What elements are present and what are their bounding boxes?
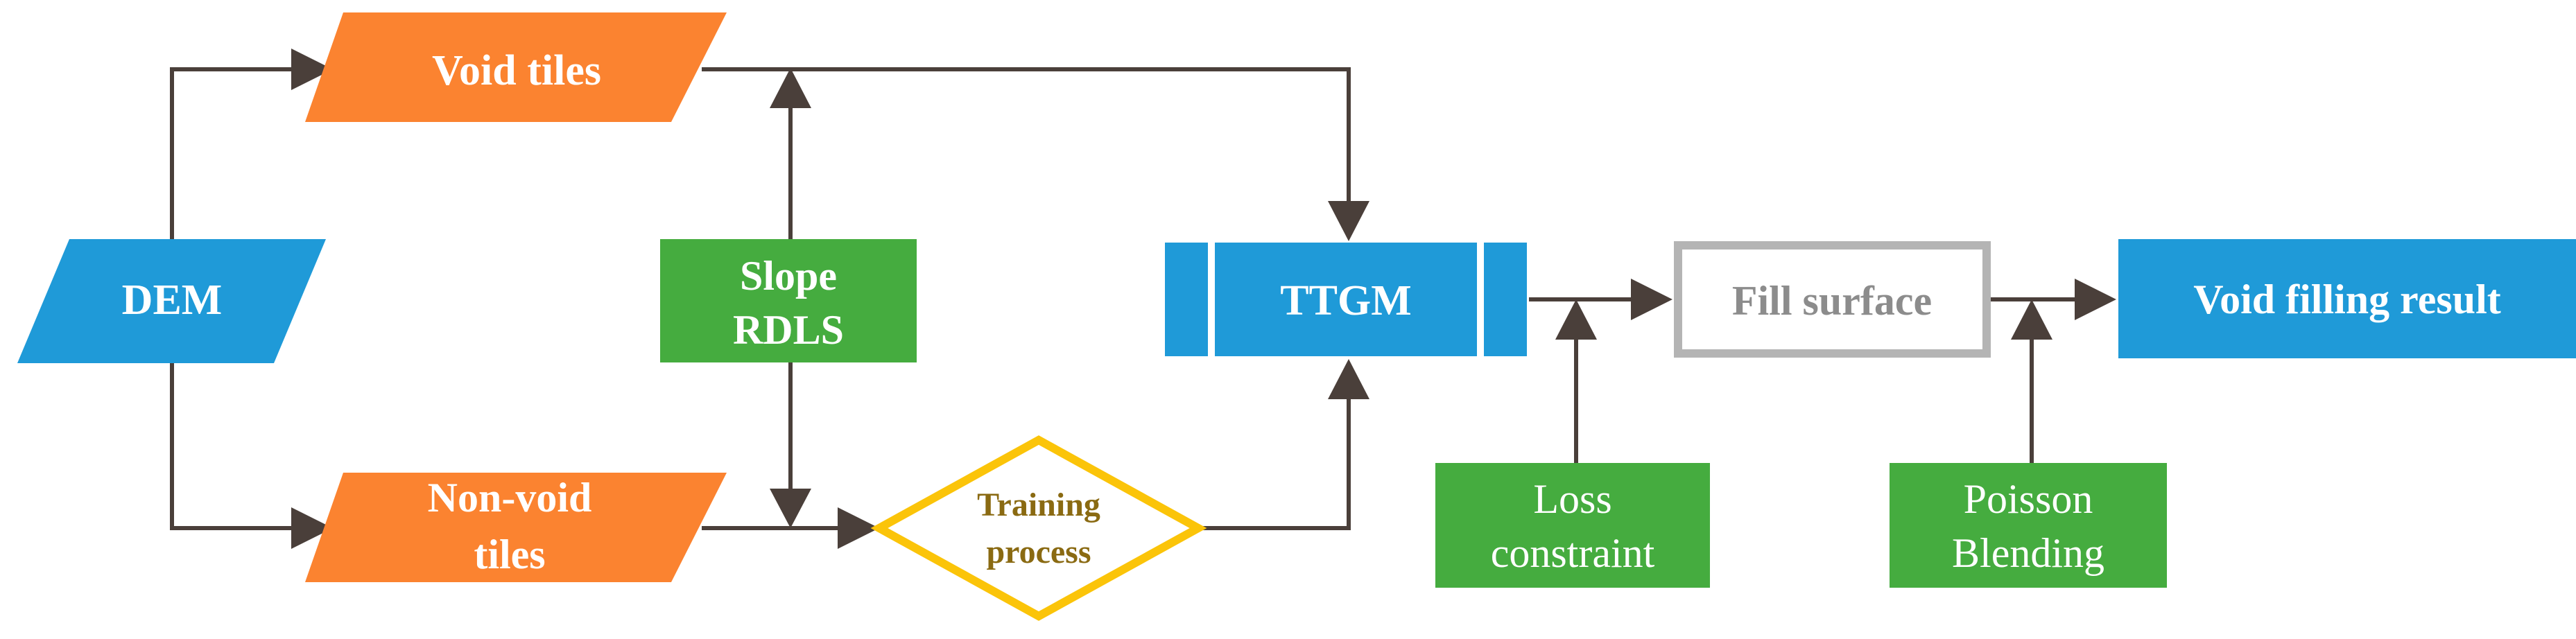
arrowhead-poisson	[2011, 299, 2052, 340]
training-process-shape	[870, 435, 1207, 621]
dem-shape	[17, 239, 326, 363]
non-void-tiles-label-line2: tiles	[474, 532, 545, 577]
fill-surface-label: Fill surface	[1732, 278, 1932, 324]
arrowheads	[291, 49, 2116, 549]
node-void-tiles: Void tiles	[305, 12, 727, 122]
arrowhead-slope-down	[770, 489, 811, 528]
arrowhead-result	[2075, 279, 2116, 320]
arrowhead-fill-surface	[1631, 279, 1672, 320]
node-training-process: Training process	[870, 435, 1207, 621]
node-dem: DEM	[17, 239, 326, 363]
ttgm-main	[1215, 243, 1477, 356]
connectors	[170, 67, 2086, 530]
arrowhead-training	[838, 507, 879, 549]
node-ttgm: TTGM	[1165, 243, 1527, 356]
poisson-label-line1: Poisson	[1964, 476, 2093, 522]
training-label-line2: process	[986, 534, 1091, 570]
edge-dem-to-void-tiles	[170, 67, 297, 241]
void-filling-result-label: Void filling result	[2193, 277, 2500, 322]
node-void-filling-result: Void filling result	[2118, 239, 2576, 358]
non-void-tiles-shape	[305, 473, 727, 582]
ttgm-label: TTGM	[1280, 277, 1411, 324]
arrowhead-ttgm-bottom	[1328, 359, 1369, 399]
slope-label-line2: RDLS	[733, 307, 844, 353]
arrowhead-ttgm-top	[1328, 201, 1369, 241]
poisson-blending-shape	[1890, 463, 2167, 588]
poisson-label-line2: Blending	[1952, 530, 2104, 576]
edge-training-to-ttgm	[1198, 386, 1351, 530]
loss-label-line1: Loss	[1533, 476, 1611, 522]
void-tiles-label: Void tiles	[432, 47, 601, 94]
node-fill-surface: Fill surface	[1674, 241, 1991, 358]
node-non-void-tiles: Non-void tiles	[305, 473, 727, 582]
ttgm-right-bar	[1484, 243, 1527, 356]
dem-label: DEM	[122, 277, 223, 324]
arrowhead-void-tiles	[291, 49, 333, 90]
arrowhead-loss	[1555, 299, 1597, 340]
training-label-line1: Training	[977, 487, 1100, 523]
node-poisson-blending: Poisson Blending	[1890, 463, 2167, 588]
loss-label-line2: constraint	[1491, 530, 1655, 576]
node-loss-constraint: Loss constraint	[1435, 463, 1710, 588]
void-filling-result-shape	[2118, 239, 2576, 358]
edge-void-tiles-to-ttgm	[702, 67, 1351, 210]
non-void-tiles-label-line1: Non-void	[428, 475, 592, 520]
arrowhead-slope-up	[770, 68, 811, 108]
node-slope-rdls: Slope RDLS	[660, 239, 917, 362]
arrowhead-non-void-tiles	[291, 507, 333, 549]
fill-surface-shape	[1674, 241, 1991, 358]
slope-rdls-shape	[660, 239, 917, 362]
void-tiles-shape	[305, 12, 727, 122]
edge-dem-to-non-void-tiles	[170, 361, 297, 530]
slope-label-line1: Slope	[740, 253, 837, 299]
ttgm-left-bar	[1165, 243, 1208, 356]
loss-constraint-shape	[1435, 463, 1710, 588]
